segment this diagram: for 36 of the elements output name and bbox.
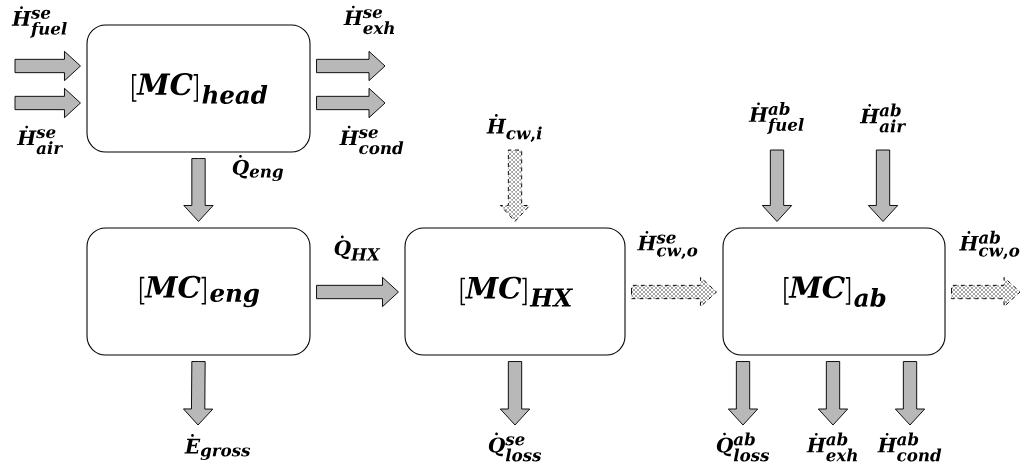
block-arrow [817,361,849,426]
edge-label: $\dot{H}^{ab}_{cond}$ [877,432,942,462]
edge-label: $\dot{H}^{se}_{air}$ [16,125,64,155]
block-arrow [14,87,81,119]
block-arrow [894,361,926,426]
edge-label: $\dot{E}_{gross}$ [184,434,251,460]
edge-label: $\dot{H}^{ab}_{air}$ [859,103,907,133]
edge-label: $\dot{H}^{se}_{cw,o}$ [637,230,698,260]
edge-label: $\dot{H}^{ab}_{exh}$ [806,432,857,462]
edge-label: $\dot{H}^{se}_{cond}$ [339,125,404,155]
edge-label: $\dot{Q}^{se}_{loss}$ [488,432,542,462]
block-arrow [316,87,386,119]
block-arrow [183,158,214,222]
edge-label: $\dot{Q}_{eng}$ [232,154,283,182]
process-box: $[MC]_{ab}$ [722,227,946,356]
edge-label: $\dot{H}^{ab}_{fuel}$ [748,102,804,134]
block-arrow [183,361,214,426]
edge-label: $\dot{Q}^{ab}_{loss}$ [716,432,770,462]
block-arrow [631,276,717,308]
edge-label: $\dot{H}^{se}_{exh}$ [343,5,394,35]
process-box: $[MC]_{eng}$ [86,227,311,356]
edge-label: $\dot{Q}_{HX}$ [334,235,381,261]
block-arrow [727,361,759,426]
block-arrow [867,149,899,222]
edge-label: $\dot{H}^{ab}_{cw,o}$ [959,230,1020,260]
block-arrow [316,50,386,82]
edge-label: $\dot{H}_{cw,i}$ [486,114,542,142]
edge-label: $\dot{H}^{se}_{fuel}$ [11,6,67,38]
block-arrow [14,50,81,82]
block-arrow [499,149,531,222]
block-arrow [316,276,399,308]
block-arrow [499,361,531,426]
process-box: $[MC]_{head}$ [86,24,311,153]
process-box: $[MC]_{HX}$ [404,227,626,356]
block-arrow [761,149,793,222]
block-arrow [951,276,1021,308]
